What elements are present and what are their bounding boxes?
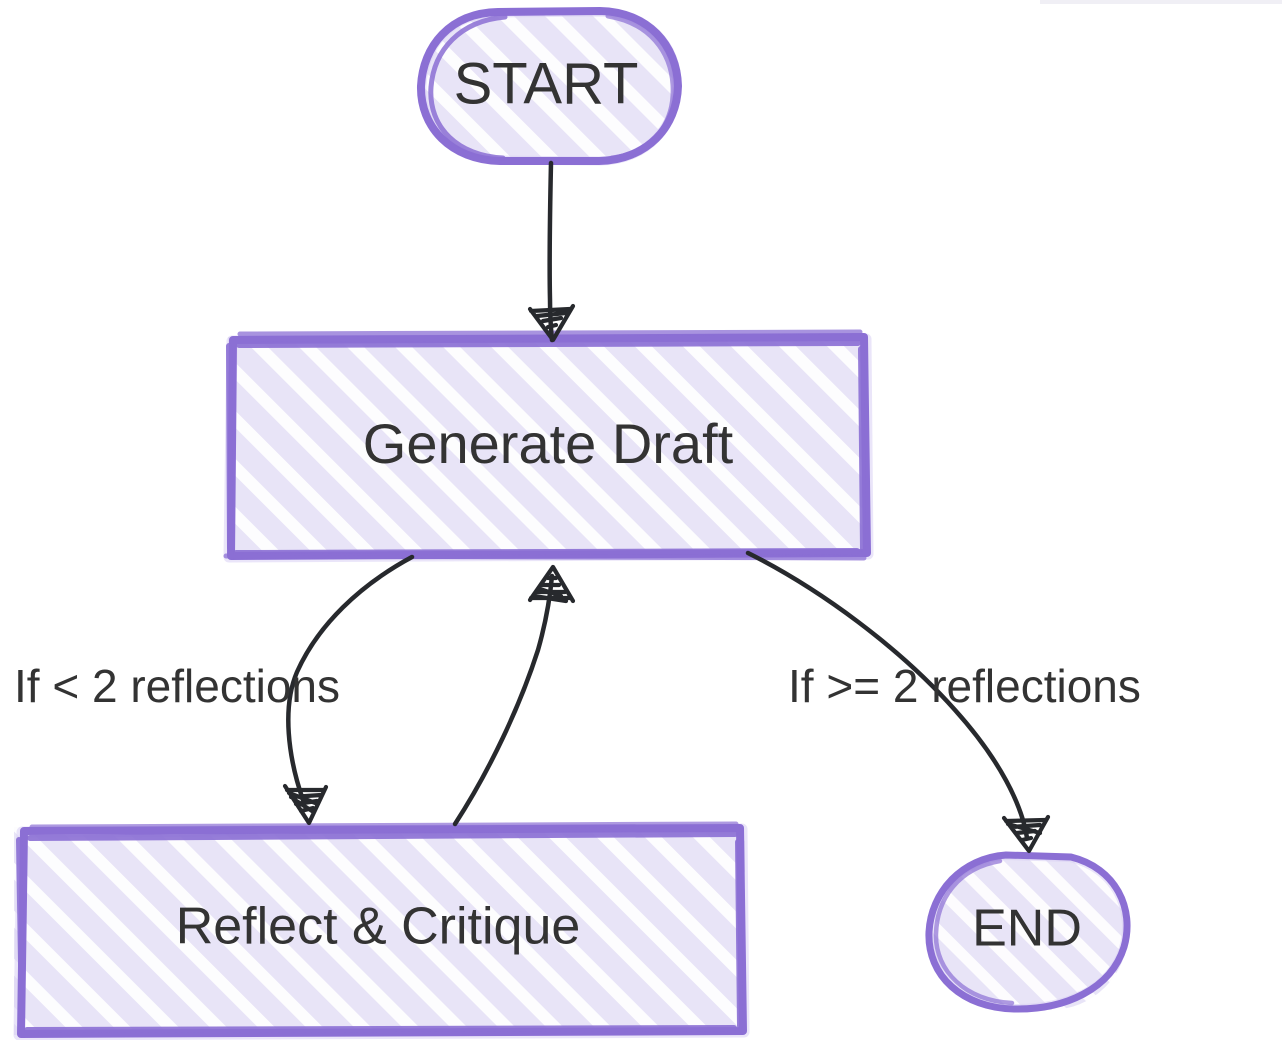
- edge-reflect-to-generate-arrowhead: [527, 564, 576, 604]
- node-reflect-critique-label: Reflect & Critique: [176, 898, 581, 956]
- edge-generate-to-end-arrowhead: [1001, 814, 1051, 854]
- edge-label-if-greater-equal-2: If >= 2 reflections: [788, 660, 1141, 712]
- node-end-outline-pass2: [933, 858, 1015, 1006]
- node-end-outline: [925, 851, 1131, 1013]
- node-reflect-outline-pass2: [16, 831, 743, 1033]
- edge-generate-to-end-path: [745, 550, 1030, 841]
- node-reflect-critique[interactable]: Reflect & Critique: [12, 821, 750, 1040]
- node-start[interactable]: START: [416, 7, 682, 166]
- node-start-label: START: [454, 51, 639, 116]
- node-start-fill: [420, 10, 678, 162]
- node-generate-draft[interactable]: Generate Draft: [223, 329, 874, 563]
- edge-label-if-less-than-2: If < 2 reflections: [14, 660, 340, 712]
- node-start-outline-pass2: [428, 14, 508, 161]
- edge-start-to-generate-arrowhead: [527, 303, 576, 343]
- edge-start-to-generate: [527, 160, 576, 343]
- edge-generate-to-reflect-arrowhead: [282, 783, 329, 826]
- node-start-outline: [416, 7, 682, 165]
- node-reflect-fill: [14, 827, 745, 1035]
- node-reflect-outline-pass3: [29, 821, 739, 830]
- edge-generate-to-end: If >= 2 reflections: [745, 550, 1141, 854]
- edge-generate-to-reflect-path: [286, 554, 415, 803]
- node-generate-outline-pass2: [226, 340, 866, 556]
- node-generate-draft-label: Generate Draft: [363, 412, 734, 475]
- top-chrome-strip: [1040, 0, 1282, 4]
- node-end-label: END: [972, 900, 1082, 958]
- node-end[interactable]: END: [925, 851, 1131, 1013]
- edge-generate-to-reflect: If < 2 reflections: [14, 554, 415, 826]
- node-generate-fill: [228, 337, 868, 555]
- edge-reflect-to-generate-path: [452, 573, 555, 827]
- node-start-outline-pass3: [605, 13, 676, 161]
- edge-reflect-to-generate: [452, 564, 576, 827]
